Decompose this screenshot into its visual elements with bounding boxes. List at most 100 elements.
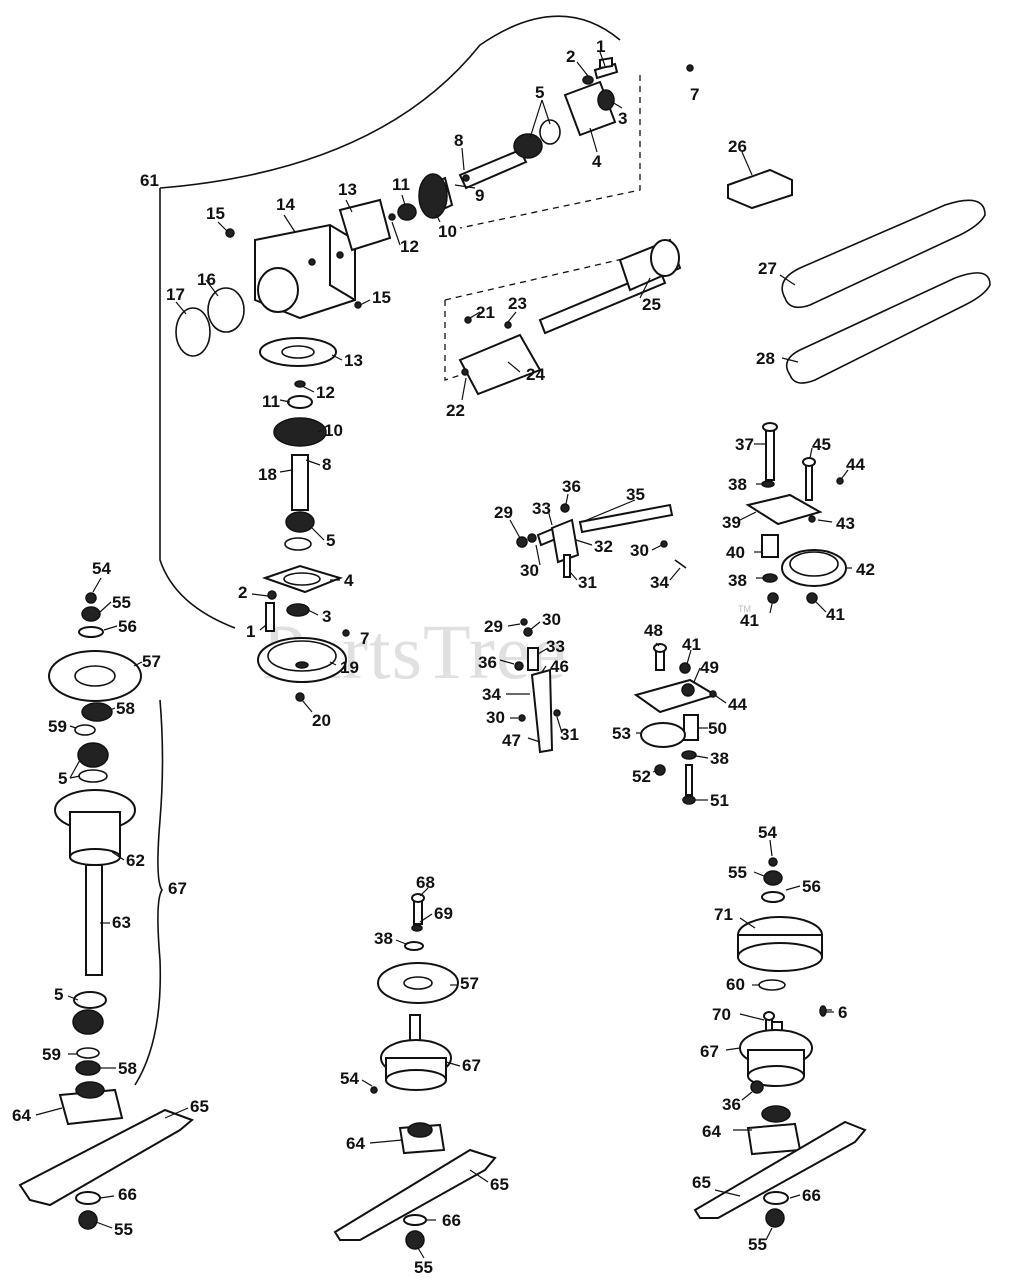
callout-24: 24 <box>526 365 545 384</box>
callout-3: 3 <box>618 109 627 128</box>
callout-30c: 30 <box>542 610 561 629</box>
callout-18: 18 <box>258 465 277 484</box>
callout-60: 60 <box>726 975 745 994</box>
linkage-assembly <box>514 503 687 754</box>
callout-29b: 29 <box>484 617 503 636</box>
callout-32: 32 <box>594 537 613 556</box>
callout-37: 37 <box>735 435 754 454</box>
callout-labels: 1 2 3 4 5 7 8 9 10 11 12 13 14 15 15 16 … <box>12 37 875 1277</box>
bracket-61 <box>159 15 621 629</box>
callout-36c: 36 <box>722 1095 741 1114</box>
callout-41c: 41 <box>682 635 701 654</box>
callout-4: 4 <box>592 152 602 171</box>
leader-lines <box>35 51 852 1259</box>
callout-38b: 38 <box>728 571 747 590</box>
callout-67b: 67 <box>462 1056 481 1075</box>
gearbox-assembly <box>175 56 694 702</box>
callout-54: 54 <box>92 559 111 578</box>
callout-44: 44 <box>846 455 865 474</box>
callout-16: 16 <box>197 270 216 289</box>
callout-29: 29 <box>494 503 513 522</box>
callout-55e: 55 <box>748 1235 767 1254</box>
callout-21: 21 <box>476 303 495 322</box>
callout-33b: 33 <box>546 637 565 656</box>
callout-39: 39 <box>722 513 741 532</box>
callout-4b: 4 <box>344 571 354 590</box>
callout-27: 27 <box>758 259 777 278</box>
callout-7: 7 <box>690 85 699 104</box>
callout-17: 17 <box>166 285 185 304</box>
callout-55c: 55 <box>414 1258 433 1277</box>
callout-59: 59 <box>48 717 67 736</box>
callout-10b: 10 <box>324 421 343 440</box>
callout-64: 64 <box>12 1106 31 1125</box>
callout-54c: 54 <box>758 823 777 842</box>
callout-34b: 34 <box>482 685 501 704</box>
callout-12b: 12 <box>316 383 335 402</box>
callout-65c: 65 <box>692 1173 711 1192</box>
callout-41b: 41 <box>826 605 845 624</box>
callout-15b: 15 <box>372 288 391 307</box>
callout-56: 56 <box>118 617 137 636</box>
callout-36b: 36 <box>478 653 497 672</box>
callout-70: 70 <box>712 1005 731 1024</box>
callout-56b: 56 <box>802 877 821 896</box>
callout-44b: 44 <box>728 695 747 714</box>
callout-40: 40 <box>726 543 745 562</box>
callout-71: 71 <box>714 905 733 924</box>
callout-57: 57 <box>142 652 161 671</box>
callout-7b: 7 <box>360 629 369 648</box>
callout-26: 26 <box>728 137 747 156</box>
spindle-left <box>18 592 194 1230</box>
callout-45: 45 <box>812 435 831 454</box>
spindle-center <box>333 893 497 1250</box>
callout-5: 5 <box>535 83 544 102</box>
callout-19: 19 <box>340 658 359 677</box>
shaft-group-outline <box>444 75 641 381</box>
callout-63: 63 <box>112 913 131 932</box>
callout-12: 12 <box>400 237 419 256</box>
callout-65: 65 <box>190 1097 209 1116</box>
callout-54b: 54 <box>340 1069 359 1088</box>
callout-13b: 13 <box>344 351 363 370</box>
callout-64b: 64 <box>346 1134 365 1153</box>
callout-11b: 11 <box>262 392 280 411</box>
callout-5b: 5 <box>326 531 335 550</box>
callout-61: 61 <box>140 171 159 190</box>
watermark-trademark: TM <box>738 604 751 614</box>
callout-13: 13 <box>338 180 357 199</box>
callout-55d: 55 <box>728 863 747 882</box>
callout-47: 47 <box>502 731 521 750</box>
callout-49: 49 <box>700 658 719 677</box>
callout-51: 51 <box>710 791 729 810</box>
callout-34: 34 <box>650 573 669 592</box>
callout-35: 35 <box>626 485 645 504</box>
belt-and-block <box>727 168 991 384</box>
callout-66: 66 <box>118 1185 137 1204</box>
callout-23: 23 <box>508 294 527 313</box>
callout-48: 48 <box>644 621 663 640</box>
callout-66b: 66 <box>442 1211 461 1230</box>
callout-68: 68 <box>416 873 435 892</box>
callout-30: 30 <box>630 541 649 560</box>
callout-22: 22 <box>446 401 465 420</box>
callout-1b: 1 <box>246 622 255 641</box>
callout-67: 67 <box>168 879 187 898</box>
callout-66c: 66 <box>802 1186 821 1205</box>
bracket-67 <box>134 699 164 1086</box>
callout-57b: 57 <box>460 974 479 993</box>
callout-55: 55 <box>112 593 131 612</box>
callout-58b: 58 <box>118 1059 137 1078</box>
callout-53: 53 <box>612 724 631 743</box>
idler-assembly-upper <box>745 422 847 604</box>
callout-36: 36 <box>562 477 581 496</box>
callout-1: 1 <box>596 37 605 56</box>
callout-8: 8 <box>454 131 463 150</box>
callout-2b: 2 <box>238 583 247 602</box>
callout-11: 11 <box>392 175 410 194</box>
callout-30d: 30 <box>486 708 505 727</box>
callout-5d: 5 <box>54 985 63 1004</box>
callout-55b: 55 <box>114 1220 133 1239</box>
callout-67c: 67 <box>700 1042 719 1061</box>
callout-31b: 31 <box>560 725 579 744</box>
